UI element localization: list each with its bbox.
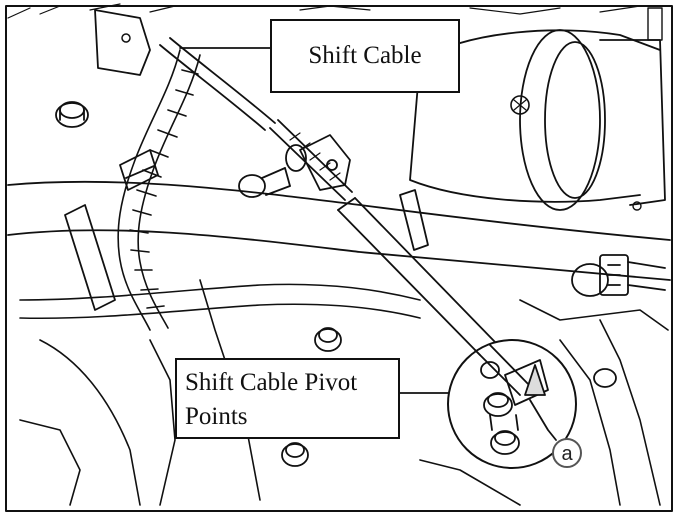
pivot-hardware xyxy=(474,344,557,455)
top-edge-lines xyxy=(299,5,641,15)
engine-block-lower xyxy=(19,279,669,506)
cable-bracket xyxy=(285,134,351,191)
callout-pivot-line-2: Points xyxy=(185,403,248,430)
left-bracket-plate xyxy=(94,9,151,76)
reference-letter-marker: a xyxy=(552,438,582,468)
bracket-hole xyxy=(121,33,131,43)
pivot-arrow xyxy=(524,364,546,396)
lower-hose xyxy=(19,283,421,320)
figure-frame xyxy=(5,5,673,512)
bolt-lower-left xyxy=(281,442,309,467)
bolt-upper-left xyxy=(55,101,89,128)
callout-pivot-line-1: Shift Cable Pivot xyxy=(185,369,358,396)
shift-rod xyxy=(337,197,496,356)
callout-shift-cable-pivot-points: Shift Cable Pivot Points xyxy=(175,358,400,439)
wiring-harness-left xyxy=(117,49,201,331)
bolt-center xyxy=(238,167,291,198)
zip-tie-left xyxy=(64,204,116,311)
callout-shift-cable: Shift Cable xyxy=(270,19,460,93)
top-hatch xyxy=(7,3,176,19)
pivot-detail-circle xyxy=(447,339,577,469)
horizontal-pipe xyxy=(7,180,671,281)
bolt-right-lower xyxy=(593,368,617,388)
pipe-clip-mid xyxy=(399,189,429,251)
bolt-lower-middle xyxy=(314,327,342,352)
sensor-connector xyxy=(571,254,666,297)
